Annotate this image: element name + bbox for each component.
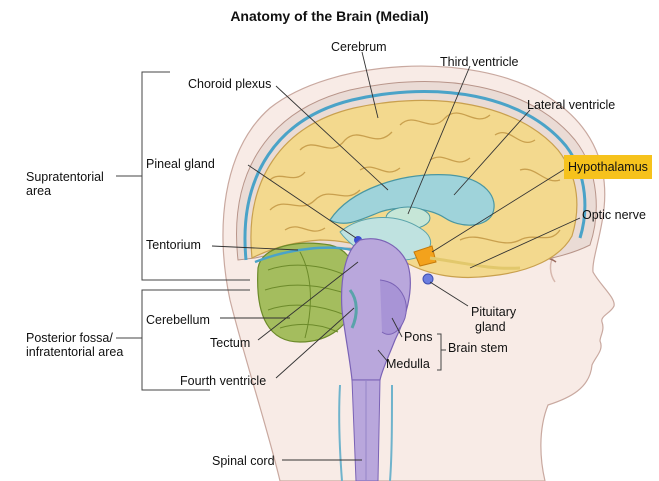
- label-fourth-ventricle: Fourth ventricle: [180, 374, 266, 388]
- label-cerebrum: Cerebrum: [331, 40, 387, 54]
- label-third-ventricle: Third ventricle: [440, 55, 519, 69]
- label-pons: Pons: [404, 330, 433, 344]
- label-pituitary-2: gland: [475, 320, 506, 334]
- label-spinal-cord: Spinal cord: [212, 454, 275, 468]
- label-pineal-gland: Pineal gland: [146, 157, 215, 171]
- label-supratentorial-1: Supratentorial: [26, 170, 104, 184]
- label-tectum: Tectum: [210, 336, 250, 350]
- label-choroid-plexus: Choroid plexus: [188, 77, 271, 91]
- label-brain-stem: Brain stem: [448, 341, 508, 355]
- label-tentorium: Tentorium: [146, 238, 201, 252]
- label-lateral-ventricle: Lateral ventricle: [527, 98, 615, 112]
- label-posterior-fossa-1: Posterior fossa/: [26, 331, 113, 345]
- label-posterior-fossa-2: infratentorial area: [26, 345, 123, 359]
- label-cerebellum: Cerebellum: [146, 313, 210, 327]
- label-supratentorial-2: area: [26, 184, 51, 198]
- label-medulla: Medulla: [386, 357, 430, 371]
- label-optic-nerve: Optic nerve: [582, 208, 646, 222]
- label-hypothalamus: Hypothalamus: [564, 155, 652, 179]
- label-pituitary-1: Pituitary: [471, 305, 516, 319]
